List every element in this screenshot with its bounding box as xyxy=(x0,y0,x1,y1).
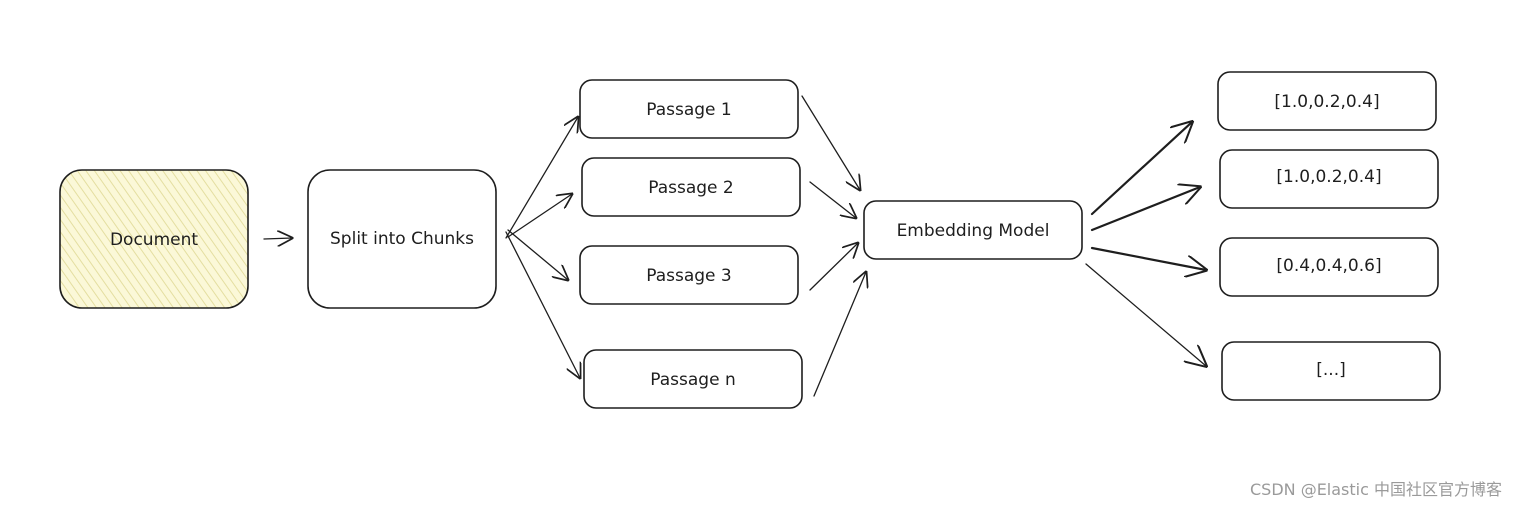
passage-n-label: Passage n xyxy=(650,370,735,390)
arrow-embedding-to-vector-n xyxy=(1085,263,1206,366)
vector-3-label: [0.4,0.4,0.6] xyxy=(1276,256,1381,276)
passage-2-label: Passage 2 xyxy=(648,178,734,198)
arrow-passage-2-to-embedding xyxy=(809,181,856,218)
vector-1-label: [1.0,0.2,0.4] xyxy=(1274,92,1379,112)
passage-2-node: Passage 2 xyxy=(581,157,801,217)
arrow-passage-3-to-embedding xyxy=(809,243,858,291)
arrow-embedding-to-vector-1 xyxy=(1090,122,1192,216)
arrow-document-to-split xyxy=(263,238,292,239)
document-label: Document xyxy=(110,230,198,250)
arrow-embedding-to-vector-3 xyxy=(1090,246,1206,270)
arrow-split-to-passage-1 xyxy=(505,117,578,239)
split-into-chunks-node: Split into Chunks xyxy=(307,169,497,309)
vector-n-node: [...] xyxy=(1221,341,1441,401)
arrow-embedding-to-vector-2 xyxy=(1090,187,1200,232)
passage-1-node: Passage 1 xyxy=(579,79,799,139)
passage-3-label: Passage 3 xyxy=(646,266,732,286)
arrow-split-to-passage-n xyxy=(505,231,580,378)
vector-1-node: [1.0,0.2,0.4] xyxy=(1217,71,1437,131)
vector-2-label: [1.0,0.2,0.4] xyxy=(1276,167,1381,187)
arrow-split-to-passage-2 xyxy=(507,194,572,238)
embedding-model-label: Embedding Model xyxy=(897,221,1050,241)
vector-2-node: [1.0,0.2,0.4] xyxy=(1219,149,1439,209)
watermark-text: CSDN @Elastic 中国社区官方博客 xyxy=(1249,480,1502,499)
embedding-model-node: Embedding Model xyxy=(863,200,1083,260)
arrow-passage-n-to-embedding xyxy=(813,272,866,397)
arrow-split-to-passage-3 xyxy=(507,229,568,280)
vector-n-label: [...] xyxy=(1316,360,1345,380)
split-into-chunks-label: Split into Chunks xyxy=(330,229,474,249)
passage-n-node: Passage n xyxy=(583,349,803,409)
passage-1-label: Passage 1 xyxy=(646,100,732,120)
document-node: Document xyxy=(59,169,249,309)
arrow-passage-1-to-embedding xyxy=(801,95,860,190)
vector-3-node: [0.4,0.4,0.6] xyxy=(1219,237,1439,297)
passage-3-node: Passage 3 xyxy=(579,245,799,305)
